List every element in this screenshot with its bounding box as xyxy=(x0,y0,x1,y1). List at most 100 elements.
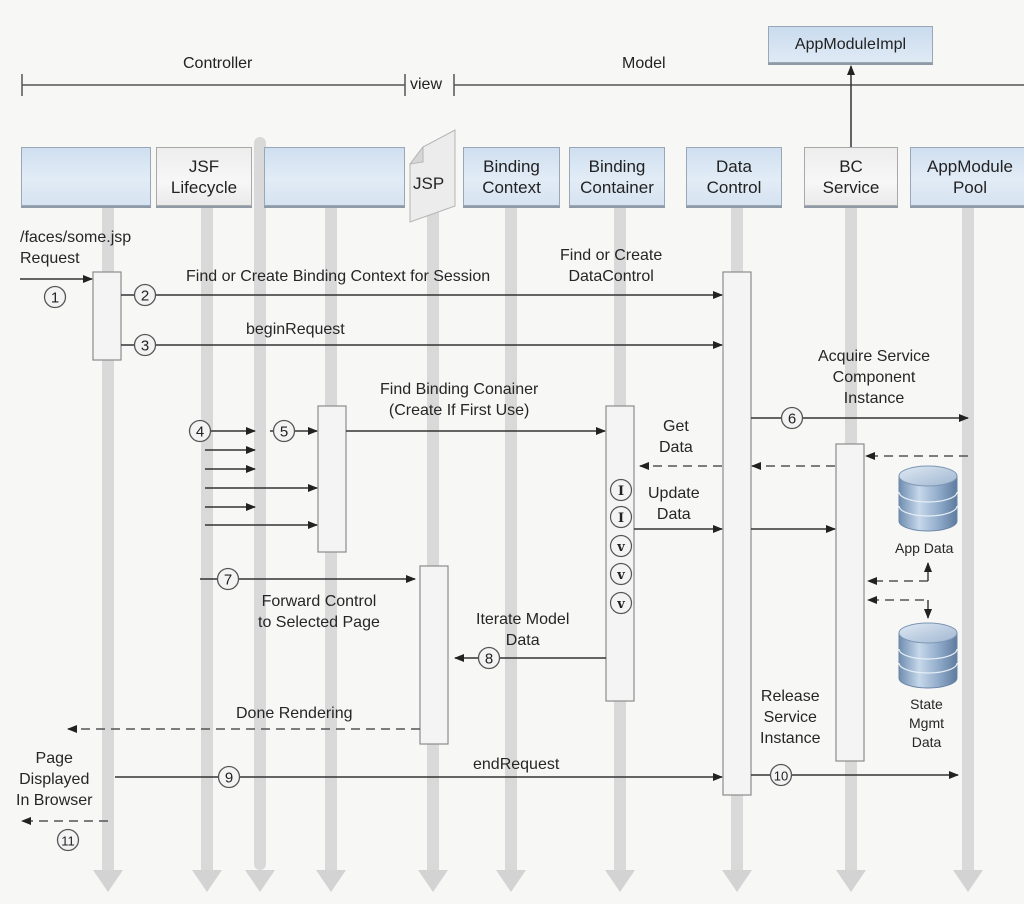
participant-jsp-label: JSP xyxy=(413,174,445,193)
lifeline-arrowhead xyxy=(418,870,448,892)
step-circle xyxy=(43,285,67,309)
section-view: view xyxy=(410,76,443,93)
lifeline xyxy=(427,207,439,870)
participant-label: Context xyxy=(482,177,541,197)
text-line: Request xyxy=(20,250,80,267)
text-line: Get xyxy=(663,418,689,435)
step-2: 2 xyxy=(133,283,157,307)
app-data-database-icon xyxy=(898,465,958,532)
msg-update-data-label: Update Data xyxy=(648,483,700,525)
iterator-marker: I xyxy=(609,478,633,502)
appmoduleimpl-box: AppModuleImpl xyxy=(768,26,933,63)
step-4: 4 xyxy=(188,419,212,443)
step-circle xyxy=(188,419,212,443)
participant-label: Binding xyxy=(588,156,646,176)
participant-label: Data xyxy=(716,156,752,176)
activation-bar xyxy=(419,565,449,745)
step-number: 11 xyxy=(61,834,75,849)
text-line: Page xyxy=(35,750,73,767)
msg-forward-control-label: Forward Control to Selected Page xyxy=(258,591,380,633)
iterator-label: v xyxy=(616,597,625,612)
lifeline xyxy=(102,207,114,870)
text-line: Data xyxy=(911,734,942,750)
step-circle xyxy=(216,567,240,591)
text-line: DataControl xyxy=(568,268,654,285)
iterator-label: I xyxy=(618,484,624,499)
text-line: Find Binding Conainer xyxy=(380,381,539,398)
step-circle xyxy=(56,828,80,852)
text-line: Acquire Service xyxy=(818,348,931,365)
step-circle xyxy=(477,646,501,670)
step-number: 6 xyxy=(788,411,796,428)
state-mgmt-data-label: State Mgmt Data xyxy=(909,695,944,752)
step-circle xyxy=(133,283,157,307)
lifeline-arrowhead xyxy=(316,870,346,892)
text-line: Find or Create xyxy=(560,247,663,264)
jsp-page-icon xyxy=(408,129,456,223)
lifeline-arrowhead xyxy=(836,870,866,892)
text-line: (Create If First Use) xyxy=(388,402,530,419)
participant-browser-servlet xyxy=(21,147,151,206)
iterator-label: v xyxy=(616,540,625,555)
text-line: Iterate Model xyxy=(476,611,570,628)
step-8: 8 xyxy=(477,646,501,670)
lifeline xyxy=(254,137,266,870)
text-line: Instance xyxy=(843,390,905,407)
step-3: 3 xyxy=(133,333,157,357)
msg-find-datacontrol-label: Find or Create DataControl xyxy=(560,245,662,287)
step-number: 2 xyxy=(141,288,149,305)
activation-bar xyxy=(722,271,752,796)
participant-label: Pool xyxy=(952,177,987,197)
msg-find-context-label: Find or Create Binding Context for Sessi… xyxy=(186,268,491,285)
msg-begin-request-label: beginRequest xyxy=(246,321,345,338)
participant-label: Container xyxy=(580,177,654,197)
step-11: 11 xyxy=(56,828,80,852)
participant-label: Lifecycle xyxy=(170,177,238,197)
lifeline-arrowhead xyxy=(245,870,275,892)
step-1: 1 xyxy=(43,285,67,309)
text-line: Data xyxy=(505,632,540,649)
step-9: 9 xyxy=(217,765,241,789)
lifeline-arrowhead xyxy=(93,870,123,892)
activation-bars xyxy=(92,271,865,796)
participant-label: BC xyxy=(839,156,863,176)
section-model: Model xyxy=(622,55,666,72)
step-6: 6 xyxy=(780,406,804,430)
msg-end-request-label: endRequest xyxy=(473,756,560,773)
iterator-circle xyxy=(609,505,633,529)
text-line: Service xyxy=(763,709,817,726)
step-number: 4 xyxy=(196,424,204,441)
step-7: 7 xyxy=(216,567,240,591)
text-line: Displayed xyxy=(19,771,90,788)
participant-page-controller xyxy=(264,147,405,206)
step-number: 3 xyxy=(141,338,149,355)
step-number: 8 xyxy=(485,651,493,668)
text-line: /faces/some.jsp xyxy=(20,229,132,246)
participant-label: Binding xyxy=(483,156,540,176)
step-number: 7 xyxy=(224,572,232,589)
step-number: 9 xyxy=(225,770,233,787)
activation-bar xyxy=(835,443,865,762)
participant-label: Service xyxy=(822,177,880,197)
iterator-circle xyxy=(609,591,633,615)
step-circle xyxy=(769,763,793,787)
iterator-marker: v xyxy=(609,591,633,615)
iterator-marker: v xyxy=(609,562,633,586)
msg-find-binding-container-label: Find Binding Conainer (Create If First U… xyxy=(380,379,538,421)
step-number: 1 xyxy=(51,290,59,307)
text-line: Mgmt xyxy=(909,715,944,731)
lifeline-arrowhead xyxy=(496,870,526,892)
lifeline-arrowhead xyxy=(605,870,635,892)
text-line: In Browser xyxy=(16,792,93,809)
lifeline-arrowhead xyxy=(953,870,983,892)
text-line: Update xyxy=(648,485,700,502)
iterator-marker: I xyxy=(609,505,633,529)
section-ruler xyxy=(21,74,1024,96)
state-mgmt-database-icon xyxy=(898,622,958,689)
step-circle xyxy=(133,333,157,357)
msg-done-rendering-label: Done Rendering xyxy=(236,705,353,722)
